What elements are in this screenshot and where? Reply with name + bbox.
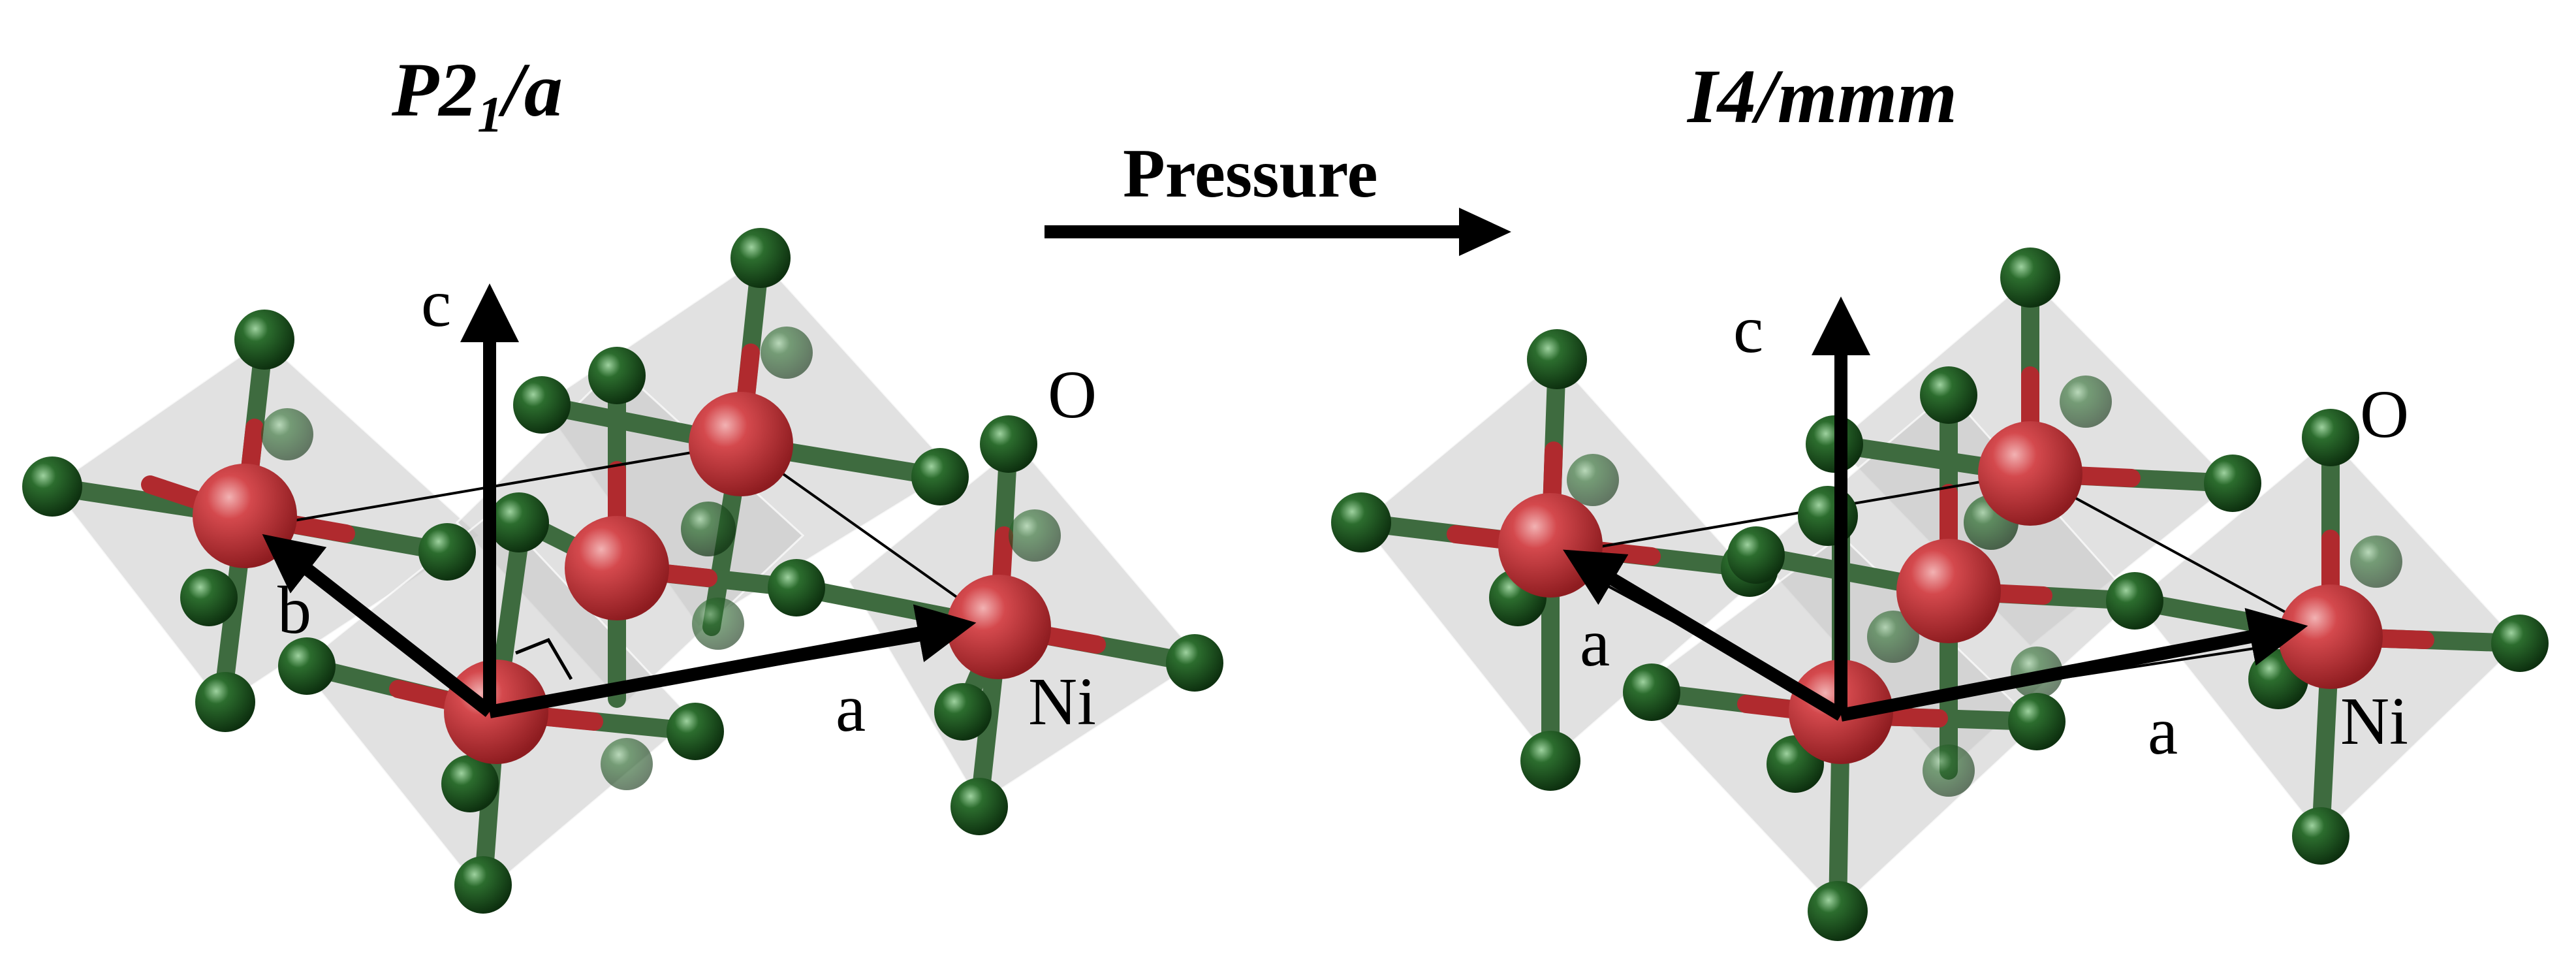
oxygen-atom [911,448,969,505]
left-axis-b-label: b [277,573,311,648]
right-structure [1331,248,2549,941]
nickel-atom [689,392,793,496]
oxygen-atom [934,683,992,741]
left-axis-a-label: a [836,671,866,746]
oxygen-atom [1808,881,1868,941]
left-oxygen-atoms [22,228,1223,914]
oxygen-atom [2292,807,2349,865]
left-space-group-title: P21/a [392,46,563,144]
oxygen-atom [950,778,1008,835]
axis-a2-arrow [1840,607,2308,722]
oxygen-atom [2000,248,2060,308]
right-axis-a1-label: a [1580,605,1610,680]
oxygen-atom [1867,611,1919,663]
oxygen-atom [730,228,791,288]
oxygen-atom [2350,535,2402,588]
oxygen-atom [980,415,1037,473]
right-space-group-title: I4/mmm [1688,54,1958,139]
nickel-atom [2278,584,2383,689]
left-axes [262,283,977,718]
nickel-atom [1978,421,2082,526]
left-oxygen-label: O [1048,357,1097,432]
oxygen-atom [195,672,255,732]
axis-a1-arrow [1563,549,1845,721]
oxygen-atom [601,738,653,790]
oxygen-atom [513,376,571,434]
right-axis-a2-label: a [2148,694,2178,769]
oxygen-atom [588,347,646,404]
right-oxygen-label: O [2360,377,2410,452]
oxygen-atom [761,327,813,379]
oxygen-atom [1331,492,1391,552]
oxygen-atom [1009,509,1061,562]
oxygen-atom [454,856,512,914]
oxygen-atom [681,502,736,556]
left-title-end: /a [503,47,563,133]
oxygen-atom [2302,409,2359,466]
oxygen-atom [1923,744,1975,797]
oxygen-atom [234,310,294,370]
oxygen-atom [278,637,336,695]
oxygen-atom [441,755,499,812]
oxygen-atom [2106,572,2163,630]
oxygen-atom [2491,615,2549,672]
oxygen-atom [1798,486,1858,546]
oxygen-atom [2008,693,2066,750]
oxygen-atom [692,598,744,650]
right-axis-c-label: c [1733,292,1764,367]
oxygen-atom [768,559,825,616]
nickel-atom [1896,539,2001,643]
oxygen-atom [667,703,724,760]
left-structure [22,228,1223,914]
nickel-atom [565,516,669,620]
oxygen-atom [180,569,238,626]
pressure-label: Pressure [1123,135,1378,212]
left-title-main: P2 [392,47,478,133]
oxygen-atom [418,523,476,581]
pressure-arrow [1045,208,1511,256]
left-nickel-label: Ni [1028,664,1096,739]
oxygen-atom [22,456,82,517]
right-angle-marker [515,637,573,680]
oxygen-atom [1520,731,1580,791]
right-axes [1563,296,2308,722]
oxygen-atom [1527,329,1587,389]
oxygen-atom [1623,663,1680,721]
left-title-subscript: 1 [477,86,503,143]
oxygen-atom [1567,454,1619,506]
oxygen-atom [489,492,549,552]
oxygen-atom [261,408,313,460]
left-axis-c-label: c [421,266,452,341]
right-nickel-label: Ni [2340,684,2408,759]
axis-b-arrow [262,534,494,717]
oxygen-atom [1920,366,1977,424]
oxygen-atom [2204,455,2261,512]
oxygen-atom [2060,376,2112,428]
oxygen-atom [1166,634,1223,692]
nickel-atom [1498,493,1603,598]
oxygen-atom [1727,526,1785,584]
axis-a-arrow [488,604,977,718]
